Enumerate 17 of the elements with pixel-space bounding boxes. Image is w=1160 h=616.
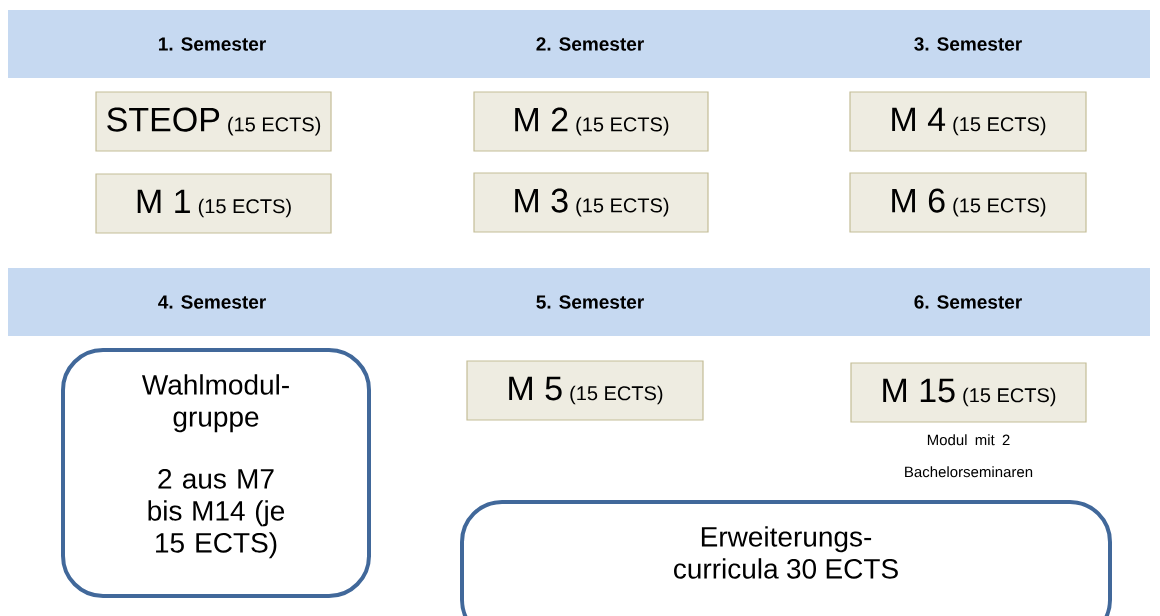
semester-heading: 4. Semester xyxy=(158,295,266,309)
semester-heading: 6. Semester xyxy=(914,295,1022,309)
semester-heading: 5. Semester xyxy=(536,295,644,309)
semester-heading: 3. Semester xyxy=(914,37,1022,51)
module-box: M 2 (15 ECTS) xyxy=(473,91,709,152)
module-box: M 3 (15 ECTS) xyxy=(473,172,709,233)
module-note: Modul mit 2 Bachelorseminaren xyxy=(905,434,1033,478)
module-box: M 4 (15 ECTS) xyxy=(849,91,1087,152)
module-box: M 6 (15 ECTS) xyxy=(849,172,1087,233)
group-box: Wahlmodul- gruppe 2 aus M7 bis M14 (je 15 ECTS) xyxy=(61,348,371,598)
semester-heading: 1. Semester xyxy=(159,37,266,51)
module-box: STEOP (15 ECTS) xyxy=(95,91,332,152)
group-box: Erweiterungs- curricula 30 ECTS xyxy=(460,500,1112,616)
module-box: M 1 (15 ECTS) xyxy=(95,173,332,234)
module-box: M 15 (15 ECTS) xyxy=(850,362,1087,423)
module-box: M 5 (15 ECTS) xyxy=(466,360,704,421)
semester-heading: 2. Semester xyxy=(536,37,644,51)
